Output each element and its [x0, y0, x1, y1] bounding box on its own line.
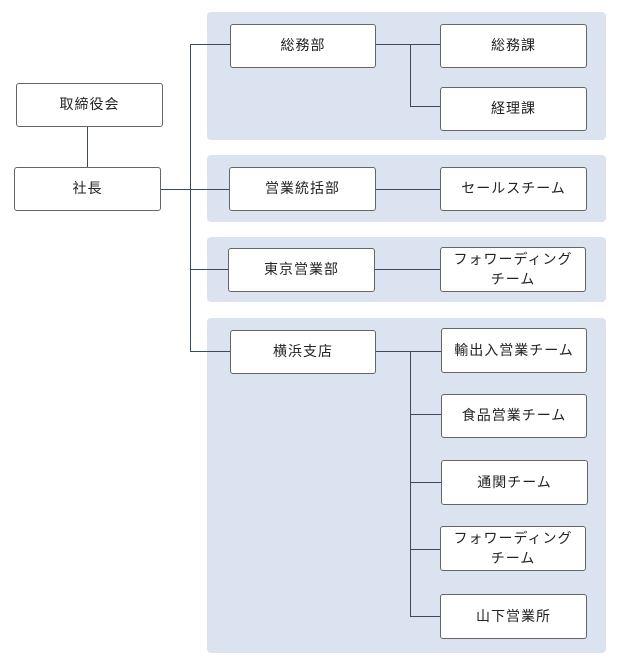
- node-label: 経理課: [491, 101, 536, 117]
- node-label: 総務部: [280, 38, 326, 54]
- connector-sales-control-out: [375, 189, 441, 190]
- connector-to-food-sales: [410, 414, 442, 415]
- connector-president-trunk: [160, 189, 191, 190]
- forwarding-team-tokyo-node[interactable]: フォワーディング チーム: [440, 247, 586, 292]
- node-label: 横浜支店: [273, 344, 333, 360]
- connector-to-yamashita: [410, 616, 441, 617]
- yamashita-sales-office-node[interactable]: 山下営業所: [440, 594, 587, 639]
- node-label: 取締役会: [59, 97, 120, 113]
- connector-tokyo-sales-out: [374, 269, 441, 270]
- president-node[interactable]: 社長: [14, 167, 161, 211]
- tokyo-sales-dept-node[interactable]: 東京営業部: [228, 248, 375, 292]
- connector-trunk-general-affairs: [190, 44, 231, 45]
- node-label: 営業統括部: [265, 181, 340, 197]
- forwarding-team-yokohama-node[interactable]: フォワーディング チーム: [440, 526, 586, 571]
- connector-trunk-sales-control: [190, 189, 230, 190]
- connector-yokohama-out: [375, 351, 442, 352]
- node-label: 食品営業チーム: [461, 408, 567, 424]
- node-label: 東京営業部: [264, 262, 339, 278]
- node-label: 山下営業所: [476, 608, 551, 625]
- general-affairs-dept-node[interactable]: 総務部: [230, 24, 376, 68]
- node-label: 社長: [72, 181, 103, 197]
- customs-team-node[interactable]: 通関チーム: [441, 460, 588, 505]
- connector-yokohama-bus: [410, 351, 411, 617]
- accounting-section-node[interactable]: 経理課: [440, 87, 587, 131]
- board-of-directors-node[interactable]: 取締役会: [16, 83, 163, 127]
- sales-control-dept-node[interactable]: 営業統括部: [229, 167, 376, 211]
- node-label: 輸出入営業チーム: [454, 342, 574, 359]
- connector-trunk-yokohama: [190, 351, 231, 352]
- sales-team-node[interactable]: セールスチーム: [440, 167, 587, 211]
- food-sales-team-node[interactable]: 食品営業チーム: [441, 394, 587, 438]
- node-label: セールスチーム: [461, 181, 566, 197]
- connector-to-forwarding-yokohama: [410, 549, 441, 550]
- connector-to-customs: [410, 482, 442, 483]
- connector-board-president: [87, 127, 88, 167]
- connector-trunk-tokyo-sales: [190, 269, 229, 270]
- connector-to-accounting: [410, 106, 441, 107]
- yokohama-branch-node[interactable]: 横浜支店: [230, 330, 376, 374]
- node-label: フォワーディング チーム: [453, 251, 573, 288]
- import-export-sales-team-node[interactable]: 輸出入営業チーム: [441, 328, 587, 373]
- connector-general-affairs-bus: [410, 44, 411, 107]
- connector-general-affairs-out: [375, 44, 441, 45]
- node-label: 通関チーム: [477, 474, 552, 491]
- connector-trunk: [190, 44, 191, 351]
- node-label: フォワーディング チーム: [453, 530, 573, 567]
- general-affairs-section-node[interactable]: 総務課: [440, 24, 587, 68]
- node-label: 総務課: [491, 38, 536, 54]
